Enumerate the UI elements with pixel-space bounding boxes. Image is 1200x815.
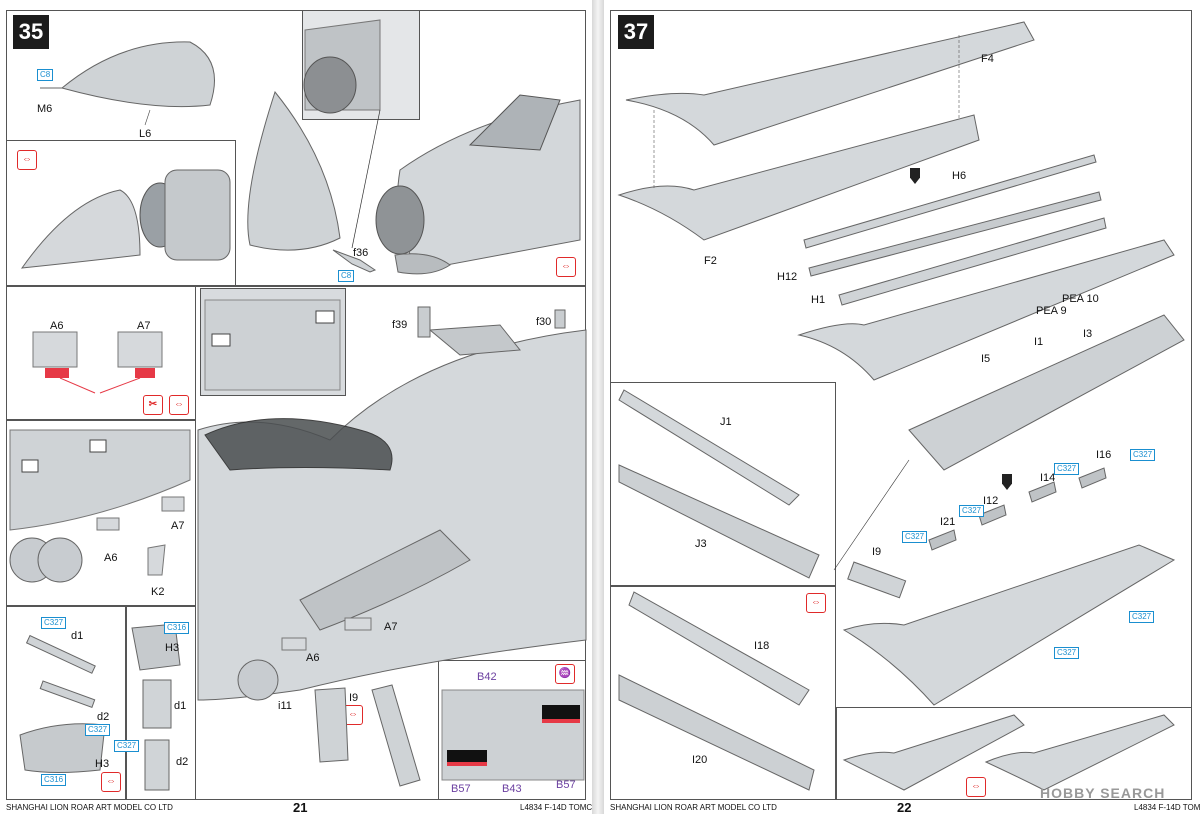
- part-callout-c327: C327: [1129, 611, 1155, 623]
- part-label-i16: I16: [1096, 449, 1112, 461]
- decal-label-b57: B57: [451, 783, 471, 795]
- part-label-h3: H3: [95, 758, 110, 770]
- part-label-a6: A6: [50, 320, 64, 332]
- part-label-k2: K2: [151, 586, 165, 598]
- part-label-l6: L6: [139, 128, 152, 140]
- part-label-h3: H3: [165, 642, 180, 654]
- part-label-i9: I9: [872, 546, 882, 558]
- decal-label-b43: B43: [502, 783, 522, 795]
- part-label-f2: F2: [704, 255, 717, 267]
- alternate-option-icon: ⇔: [806, 593, 826, 613]
- part-label-i20: I20: [692, 754, 708, 766]
- watermark: HOBBY SEARCH: [1040, 785, 1165, 801]
- part-callout-c327: C327: [85, 724, 111, 736]
- part-label-d1: d1: [174, 700, 187, 712]
- part-callout-c8: C8: [37, 69, 54, 81]
- step-37-number: 37: [618, 15, 654, 49]
- instruction-page-22: 37 ⇔ ⇔ F4 F2: [604, 0, 1200, 815]
- part-label-i21: I21: [940, 516, 956, 528]
- part-label-a6: A6: [306, 652, 320, 664]
- part-label-h1: H1: [811, 294, 826, 306]
- part-callout-c327: C327: [1054, 463, 1080, 475]
- step-37-drawing: [617, 21, 1185, 791]
- part-label-i1: I1: [1034, 336, 1044, 348]
- part-label-j1: J1: [720, 416, 732, 428]
- part-callout-c8: C8: [338, 270, 355, 282]
- footer-kit: L4834 F-14D TOMCAT: [1134, 803, 1200, 812]
- part-label-f4: F4: [981, 53, 994, 65]
- part-label-d2: d2: [97, 711, 110, 723]
- part-label-a7: A7: [137, 320, 151, 332]
- part-label-a6: A6: [104, 552, 118, 564]
- part-label-i3: I3: [1083, 328, 1093, 340]
- alternate-option-icon: ⇔: [556, 257, 576, 277]
- part-label-i18: I18: [754, 640, 770, 652]
- part-callout-c327: C327: [41, 617, 67, 629]
- alternate-option-icon: ⇔: [101, 772, 121, 792]
- instruction-page-21: 35 ⇔ ⇔ C8 M6 L6 f36 C8 36 ⇔ ✂ ⇔ ⇔: [0, 0, 602, 815]
- part-label-i5: I5: [981, 353, 991, 365]
- page-gutter: [592, 0, 604, 814]
- part-label-a7: A7: [384, 621, 398, 633]
- part-label-i9: I9: [349, 692, 359, 704]
- footer-kit: L4834 F-14D TOMCAT: [520, 803, 602, 812]
- decal-label-b57: B57: [556, 779, 576, 791]
- step-36-drawing: [9, 299, 587, 791]
- alternate-option-icon: ⇔: [169, 395, 189, 415]
- watermark-brand: HOBBY: [1040, 785, 1096, 801]
- part-callout-c327: C327: [1054, 647, 1080, 659]
- part-callout-c327: C327: [1130, 449, 1156, 461]
- part-label-pea10: PEA 10: [1062, 293, 1099, 305]
- alternate-option-icon: ⇔: [343, 705, 363, 725]
- cement-glue-icon: ✂: [143, 395, 163, 415]
- down-arrow-icon: [1002, 474, 1012, 490]
- part-label-h12: H12: [777, 271, 798, 283]
- alternate-option-icon: ⇔: [17, 150, 37, 170]
- part-label-h6: H6: [952, 170, 967, 182]
- part-label-j3: J3: [695, 538, 707, 550]
- part-callout-c316: C316: [41, 774, 67, 786]
- part-label-d2: d2: [176, 756, 189, 768]
- part-callout-c316: C316: [164, 622, 190, 634]
- watermark-suffix: SEARCH: [1100, 785, 1166, 801]
- decal-label-b42: B42: [477, 671, 497, 683]
- part-callout-c327: C327: [902, 531, 928, 543]
- part-label-i14: I14: [1040, 472, 1056, 484]
- alternate-option-icon: ⇔: [966, 777, 986, 797]
- footer-company: SHANGHAI LION ROAR ART MODEL CO LTD: [6, 803, 173, 812]
- part-label-d1: d1: [71, 630, 84, 642]
- decal-water-slide-icon: ♒: [555, 664, 575, 684]
- step-35-number: 35: [13, 15, 49, 49]
- part-label-f39: f39: [392, 319, 408, 331]
- part-callout-c327: C327: [114, 740, 140, 752]
- part-label-a7: A7: [171, 520, 185, 532]
- part-label-i11: i11: [278, 700, 292, 712]
- part-label-pea9: PEA 9: [1036, 305, 1067, 317]
- down-arrow-icon: [910, 168, 920, 184]
- part-callout-c327: C327: [959, 505, 985, 517]
- footer-company: SHANGHAI LION ROAR ART MODEL CO LTD: [610, 803, 777, 812]
- part-label-f30: f30: [536, 316, 552, 328]
- part-label-f36: f36: [353, 247, 369, 259]
- page-number: 21: [293, 800, 308, 815]
- part-label-i12: I12: [983, 495, 999, 507]
- part-label-m6: M6: [37, 103, 53, 115]
- step-35-drawing: [20, 19, 581, 275]
- page-number: 22: [897, 800, 912, 815]
